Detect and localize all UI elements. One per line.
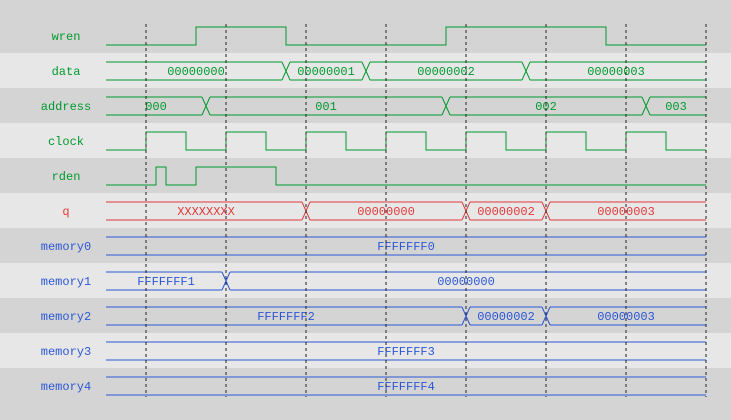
signal-label-address: address: [41, 100, 91, 114]
bus-value-memory2: FFFFFFF2: [257, 310, 315, 324]
signal-label-memory3: memory3: [41, 345, 91, 359]
bus-transition-in: [465, 306, 471, 326]
row-band: [0, 263, 731, 298]
signal-row-memory4: memory4 FFFFFFF4: [41, 376, 706, 396]
bus-segment-memory0-0: FFFFFFF0: [106, 236, 706, 256]
bus-value-memory4: FFFFFFF4: [377, 380, 435, 394]
bus-transition-in: [645, 96, 651, 116]
bus-transition-in: [525, 61, 531, 81]
signal-row-clock: clock: [0, 123, 731, 158]
signal-row-memory0: memory0 FFFFFFF0: [41, 236, 706, 256]
bus-value-address: 002: [535, 100, 557, 114]
bus-value-data: 00000003: [587, 65, 645, 79]
bus-segment-q-2: 00000002: [465, 201, 547, 221]
waveform-wren: [106, 26, 706, 46]
bus-segment-address-3: 003: [645, 96, 706, 116]
bus-value-q: 00000002: [477, 205, 535, 219]
signal-label-q: q: [62, 205, 69, 219]
bus-segment-memory1-0: FFFFFFF1: [106, 271, 227, 291]
bus-value-q: XXXXXXXX: [177, 205, 235, 219]
row-band: [0, 123, 731, 158]
bus-transition-in: [365, 61, 371, 81]
bus-segment-memory2-0: FFFFFFF2: [106, 306, 467, 326]
bus-value-data: 00000000: [167, 65, 225, 79]
signal-label-clock: clock: [48, 135, 84, 149]
bus-value-memory0: FFFFFFF0: [377, 240, 435, 254]
signal-row-wren: wren: [52, 26, 706, 46]
waveform-rden: [106, 166, 706, 186]
bus-segment-data-2: 00000002: [365, 61, 527, 81]
bus-value-data: 00000001: [297, 65, 355, 79]
bus-value-memory2: 00000002: [477, 310, 535, 324]
signal-row-data: data 00000000 00000001 00000002 00000003: [0, 53, 731, 88]
time-markers: [145, 24, 707, 397]
bus-value-memory1: FFFFFFF1: [137, 275, 195, 289]
bus-transition-in: [545, 306, 551, 326]
signal-row-memory3: memory3 FFFFFFF3: [0, 333, 731, 368]
bus-segment-memory3-0: FFFFFFF3: [106, 341, 706, 361]
bus-transition-in: [205, 96, 211, 116]
bus-value-address: 003: [665, 100, 687, 114]
bus-segment-memory2-2: 00000003: [545, 306, 706, 326]
signal-row-memory2: memory2 FFFFFFF2 00000002 00000003: [41, 306, 706, 326]
bus-segment-data-1: 00000001: [285, 61, 367, 81]
bus-segment-memory2-1: 00000002: [465, 306, 547, 326]
signal-label-memory0: memory0: [41, 240, 91, 254]
bus-value-address: 001: [315, 100, 337, 114]
signal-row-address: address 000 001 002 003: [41, 96, 706, 116]
signal-label-memory4: memory4: [41, 380, 91, 394]
bus-segment-address-1: 001: [205, 96, 447, 116]
bus-segment-memory4-0: FFFFFFF4: [106, 376, 706, 396]
signal-row-rden: rden: [52, 166, 706, 186]
signal-label-memory2: memory2: [41, 310, 91, 324]
row-band: [0, 333, 731, 368]
bus-transition-in: [225, 271, 231, 291]
bus-segment-q-0: XXXXXXXX: [106, 201, 307, 221]
bus-segment-data-3: 00000003: [525, 61, 706, 81]
bus-value-data: 00000002: [417, 65, 475, 79]
bus-value-memory3: FFFFFFF3: [377, 345, 435, 359]
signal-label-wren: wren: [52, 30, 81, 44]
bus-value-memory2: 00000003: [597, 310, 655, 324]
row-band: [0, 193, 731, 228]
signal-label-rden: rden: [52, 170, 81, 184]
bus-transition-in: [285, 61, 291, 81]
signal-label-memory1: memory1: [41, 275, 91, 289]
signal-label-data: data: [52, 65, 81, 79]
bus-value-address: 000: [145, 100, 167, 114]
waveform-clock: [106, 131, 706, 151]
bus-transition-in: [445, 96, 451, 116]
